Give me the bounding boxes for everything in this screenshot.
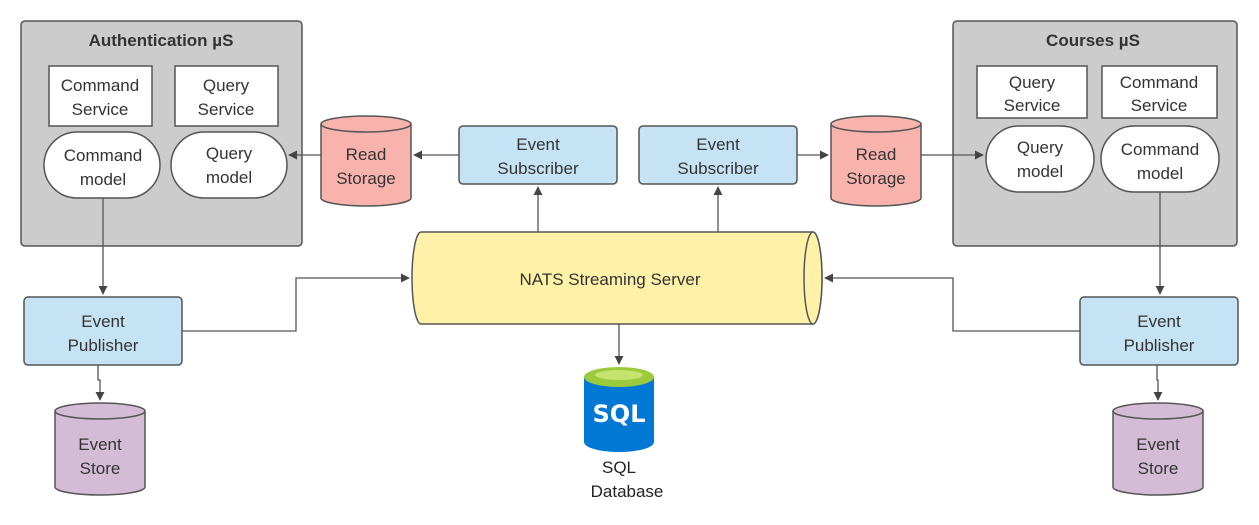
event-store-right: Event Store (1112, 402, 1204, 496)
nats-streaming-server: NATS Streaming Server (411, 231, 823, 325)
event-publisher-left: Event Publisher (23, 296, 183, 366)
courses-query-service-box (976, 65, 1088, 119)
read-storage-right-line2: Storage (846, 169, 906, 188)
courses-query-service-line1: Query (1009, 73, 1056, 92)
courses-command-model-line1: Command (1121, 140, 1199, 159)
event-store-left: Event Store (54, 402, 146, 496)
nats-label: NATS Streaming Server (519, 270, 700, 289)
auth-command-model-line1: Command (64, 146, 142, 165)
courses-command-service-line2: Service (1131, 96, 1188, 115)
event-publisher-left-line2: Publisher (68, 336, 139, 355)
auth-query-service-line1: Query (203, 76, 250, 95)
auth-command-service-line1: Command (61, 76, 139, 95)
edge-publisher-right-to-nats (824, 273, 1080, 332)
event-store-left-line1: Event (78, 435, 122, 454)
event-subscriber-left-line1: Event (516, 135, 560, 154)
courses-title: Courses µS (1046, 31, 1140, 50)
event-subscriber-right: Event Subscriber (638, 125, 798, 185)
auth-command-model-line2: model (80, 170, 126, 189)
sql-database-icon: SQL (584, 367, 654, 452)
event-subscriber-left-line2: Subscriber (497, 159, 579, 178)
courses-command-service-box (1101, 65, 1218, 119)
auth-microservice: Authentication µS Command Service Query … (20, 20, 303, 247)
event-publisher-right: Event Publisher (1079, 296, 1239, 366)
sql-database-line2: Database (591, 482, 664, 501)
read-storage-left-line2: Storage (336, 169, 396, 188)
courses-query-model (985, 125, 1095, 193)
courses-query-service-line2: Service (1004, 96, 1061, 115)
sql-database-line1: SQL (602, 458, 636, 477)
edge-publisher-left-to-nats (182, 273, 410, 332)
event-publisher-right-line2: Publisher (1124, 336, 1195, 355)
auth-query-service-line2: Service (198, 100, 255, 119)
auth-command-model (43, 131, 161, 199)
event-publisher-left-line1: Event (81, 312, 125, 331)
auth-query-service-box (174, 65, 279, 127)
event-subscriber-right-line2: Subscriber (677, 159, 759, 178)
event-publisher-right-line1: Event (1137, 312, 1181, 331)
courses-command-model-line2: model (1137, 164, 1183, 183)
auth-query-model-line2: model (206, 168, 252, 187)
edge-publisher-left-to-event-store (95, 365, 105, 401)
courses-query-model-line1: Query (1017, 138, 1064, 157)
event-subscriber-left: Event Subscriber (458, 125, 618, 185)
event-store-right-line1: Event (1136, 435, 1180, 454)
courses-command-service-line1: Command (1120, 73, 1198, 92)
event-subscriber-right-line1: Event (696, 135, 740, 154)
event-store-right-line2: Store (1138, 459, 1179, 478)
auth-command-service-box (48, 65, 153, 127)
read-storage-right: Read Storage (830, 115, 922, 207)
courses-microservice: Courses µS Query Service Command Service… (952, 20, 1238, 247)
connectors (95, 150, 1165, 401)
read-storage-left: Read Storage (320, 115, 412, 207)
event-store-left-line2: Store (80, 459, 121, 478)
auth-query-model (170, 131, 288, 199)
auth-query-model-line1: Query (206, 144, 253, 163)
edge-publisher-right-to-event-store (1153, 365, 1163, 401)
courses-query-model-line2: model (1017, 162, 1063, 181)
read-storage-right-line1: Read (856, 145, 897, 164)
auth-command-service-line2: Service (72, 100, 129, 119)
sql-icon-label: SQL (593, 400, 646, 428)
auth-title: Authentication µS (89, 31, 234, 50)
read-storage-left-line1: Read (346, 145, 387, 164)
